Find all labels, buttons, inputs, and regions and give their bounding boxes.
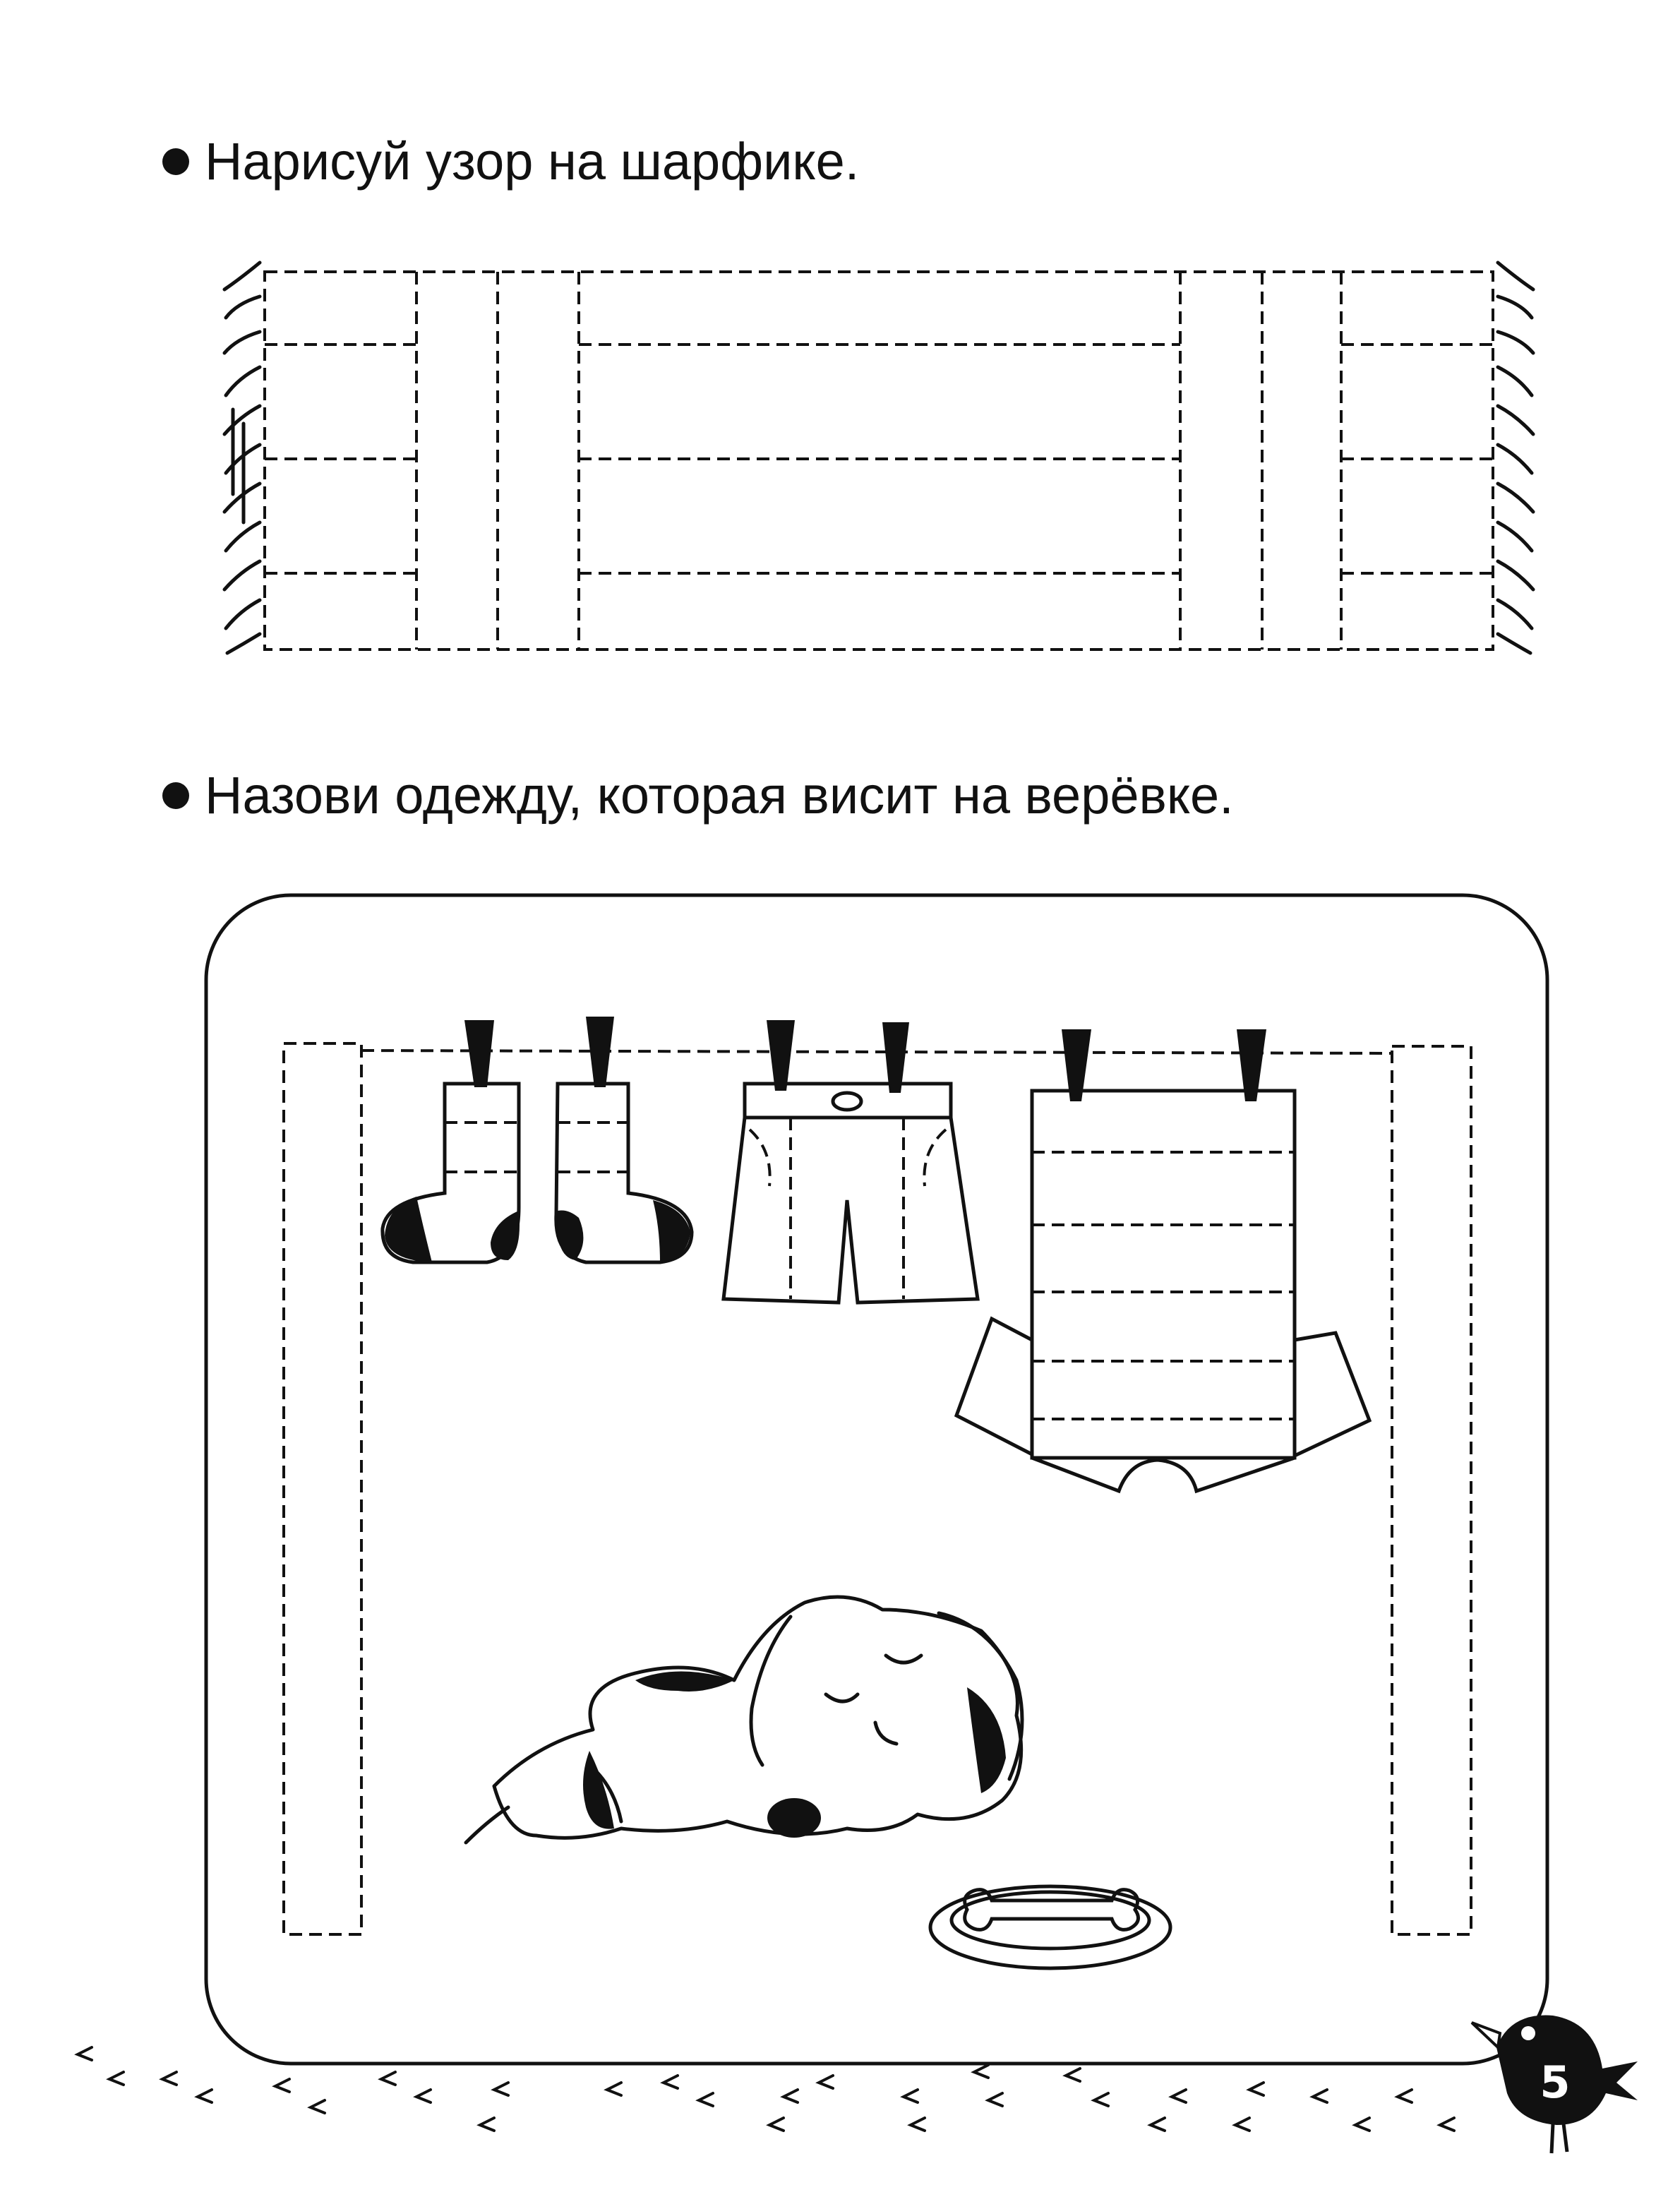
shorts-drawing[interactable] [721,1082,980,1305]
puppy-tail-patch [583,1751,614,1829]
task-2-text: Назови одежду, которая висит на верёвке. [205,766,1234,825]
scarf-fringe-right [1496,261,1535,655]
task-instruction-1: Нарисуй узор на шарфике. [162,136,859,188]
puppy-back-patch [635,1671,734,1692]
shirt-drawing[interactable] [954,1089,1372,1494]
page-number: 5 [1540,2057,1571,2108]
right-pole[interactable] [1391,1045,1472,1936]
scarf-fringe-left [222,261,262,655]
left-pole[interactable] [282,1042,363,1936]
bone-bowl-drawing [928,1884,1172,1970]
bird-tracks-decoration [74,2046,1456,2132]
puppy-ear-patch [967,1687,1006,1793]
puppy-nose [767,1798,821,1838]
clothespin-icons [464,1017,1266,1101]
task-instruction-2: Назови одежду, которая висит на верёвке. [162,770,1234,822]
task-1-text: Нарисуй узор на шарфике. [205,132,860,191]
laundry-scene [204,893,1549,2066]
bird-mascot-icon [1470,2015,1638,2154]
socks-drawing[interactable] [380,1082,694,1264]
clothesline[interactable] [361,1049,1393,1055]
bullet-icon [162,148,189,175]
scarf-drawing[interactable] [222,261,1535,655]
sleeping-puppy-drawing [464,1595,1024,1845]
bullet-icon [162,782,189,809]
